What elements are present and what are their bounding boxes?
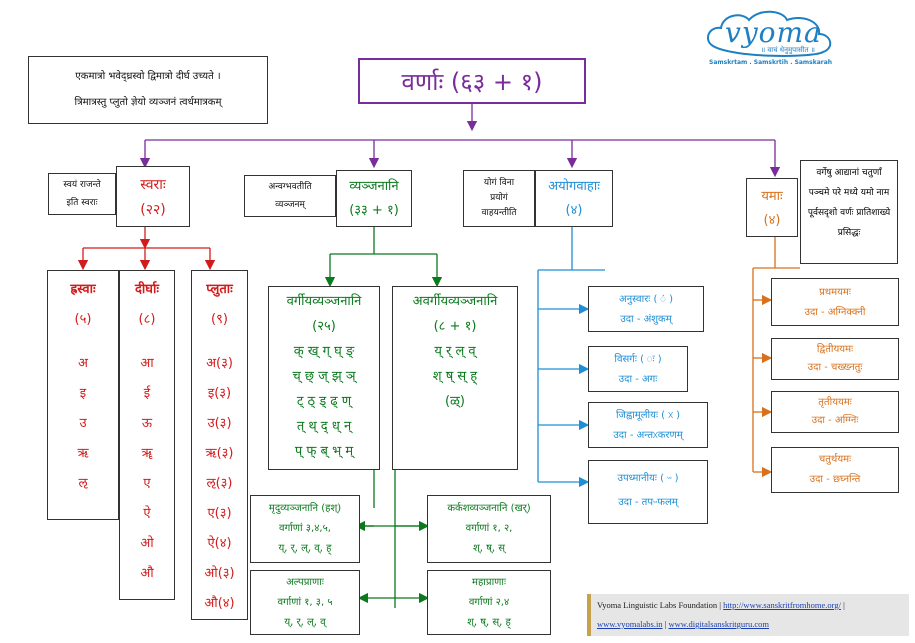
mrdu-box: मृदुव्यञ्जनानि (हश्) वर्गाणां ३,४,५, य्,…: [250, 495, 360, 563]
vargiya-label: वर्गीयव्यञ्जनानि: [286, 294, 362, 309]
logo-name: vyoma: [725, 16, 822, 49]
logo-subtitle: Samskrtam . Samskrtih . Samskarah: [709, 59, 833, 66]
svarah-note: स्वयं राजन्ते इति स्वराः: [48, 173, 116, 215]
footer-org: Vyoma Linguistic Labs Foundation: [597, 600, 718, 610]
verse-line-1: एकमात्रो भवेद्ध्रस्वो द्विमात्रो दीर्घ उ…: [75, 71, 221, 82]
logo-cloud-icon: [706, 10, 832, 57]
yama-item-2: तृतीययमः उदा - अग्ग्निः: [771, 391, 899, 433]
ayogavaha-item-0: अनुस्वारः ( ं ) उदा - अंशुकम्: [588, 286, 704, 332]
ayogavaha-item-1: विसर्गः ( ः ) उदा - अगः: [588, 346, 688, 392]
svarah-count: (२२): [140, 202, 166, 218]
pluta-letters: अ(३) इ(३) उ(३) ऋ(३) ऌ(३) ए(३) ऐ(४) ओ(३) …: [204, 356, 235, 611]
hrasva-box: ह्रस्वाः (५) अ इ उ ऋ ऌ: [47, 270, 119, 520]
avargiya-count: (८ + १): [433, 319, 477, 334]
yama-note: वर्गेषु आद्यानां चतुर्णां पञ्चमे परे मध्…: [800, 160, 898, 264]
pluta-label: प्लुताः: [206, 282, 233, 297]
mahaprana-box: महाप्राणाः वर्गाणां २,४ श्, ष्, स्, ह्: [427, 570, 551, 635]
avargiya-label: अवर्गीयव्यञ्जनानि: [412, 294, 498, 309]
title-box: वर्णाः (६३ + १): [358, 58, 586, 104]
ayogavaha-item-3: उपध्मानीयः ( ᳶ ) उदा - तपᳶफलम्: [588, 460, 708, 524]
hrasva-letters: अ इ उ ऋ ऌ: [77, 356, 89, 491]
vyanjana-count: (३३ + १): [349, 203, 399, 218]
vyanjana-note: अन्वग्भवतीति व्यञ्जनम्: [244, 175, 336, 217]
ayogavaha-label: अयोगवाहाः: [548, 179, 600, 194]
logo-tagline: ॥ वाचं धेनुमुपासीत ॥: [761, 46, 815, 54]
vargiya-box: वर्गीयव्यञ्जनानि (२५) क् ख् ग् घ् ङ् च् …: [268, 286, 380, 470]
footer: Vyoma Linguistic Labs Foundation | http:…: [587, 594, 909, 636]
avargiya-box: अवर्गीयव्यञ्जनानि (८ + १) य् र् ल् व् श्…: [392, 286, 518, 470]
ayogavaha-item-2: जिह्वामूलीयः ( ᳵ ) उदा - अन्तᳵकरणम्: [588, 402, 708, 448]
vargiya-count: (२५): [312, 319, 336, 334]
vyanjana-box: व्यञ्जनानि (३३ + १): [336, 170, 412, 227]
yama-label: यमाः: [761, 189, 783, 204]
yama-item-1: द्वितीययमः उदा - चख्ख्नतुः: [771, 338, 899, 380]
ayogavaha-box: अयोगवाहाः (४): [535, 170, 613, 227]
pluta-box: प्लुताः (९) अ(३) इ(३) उ(३) ऋ(३) ऌ(३) ए(३…: [191, 270, 248, 620]
yama-count: (४): [763, 213, 781, 228]
svarah-box: स्वराः (२२): [116, 166, 190, 227]
pluta-count: (९): [211, 312, 228, 327]
hrasva-label: ह्रस्वाः: [70, 282, 96, 297]
vyanjana-label: व्यञ्जनानि: [349, 179, 399, 194]
svarah-label: स्वराः: [140, 177, 166, 193]
footer-link-1[interactable]: http://www.sanskritfromhome.org/: [723, 600, 841, 610]
alpaprana-box: अल्पप्राणाः वर्गाणां १, ३, ५ य्, र्, ल्,…: [250, 570, 360, 635]
footer-link-3[interactable]: www.digitalsanskritguru.com: [668, 619, 770, 629]
ayogavaha-note: योगं विना प्रयोगं वाहयन्तीति: [463, 170, 535, 227]
dirgha-letters: आ ई ऊ ॠ ए ऐ ओ औ: [140, 356, 154, 581]
logo: vyoma ॥ वाचं धेनुमुपासीत ॥ Samskrtam . S…: [703, 6, 843, 72]
dirgha-label: दीर्घाः: [135, 282, 159, 297]
yama-item-3: चतुर्थयमः उदा - छ्घ्नन्ति: [771, 447, 899, 493]
karkasha-box: कर्कशव्यञ्जनानि (खर्) वर्गाणां १, २, श्,…: [427, 495, 551, 563]
dirgha-count: (८): [138, 312, 156, 327]
verse-box: एकमात्रो भवेद्ध्रस्वो द्विमात्रो दीर्घ उ…: [28, 56, 268, 124]
footer-link-2[interactable]: www.vyomalabs.in: [597, 619, 663, 629]
hrasva-count: (५): [74, 312, 92, 327]
yama-item-0: प्रथमयमः उदा - अग्निक्क्नी: [771, 278, 899, 326]
yama-box: यमाः (४): [746, 178, 798, 237]
verse-line-2: त्रिमात्रस्तु प्लुतो ज्ञेयो व्यञ्जनं त्व…: [74, 97, 222, 108]
ayogavaha-count: (४): [565, 203, 583, 218]
dirgha-box: दीर्घाः (८) आ ई ऊ ॠ ए ऐ ओ औ: [119, 270, 175, 600]
page-title: वर्णाः (६३ + १): [401, 67, 543, 96]
